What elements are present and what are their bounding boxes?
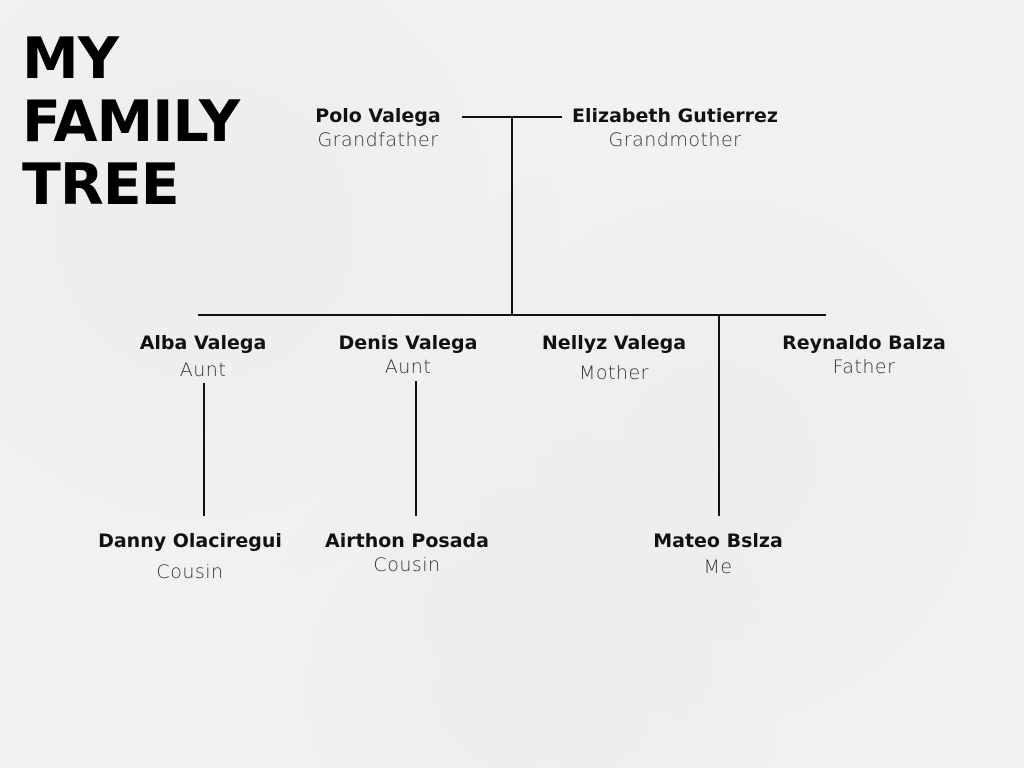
person-role: Grandfather: [317, 129, 439, 151]
person-role: Father: [832, 356, 896, 378]
person-reynaldo-balza: Reynaldo Balza Father: [734, 331, 994, 379]
person-role: Cousin: [156, 561, 224, 583]
person-polo-valega: Polo Valega Grandfather: [248, 104, 508, 152]
person-name: Polo Valega: [315, 105, 441, 127]
person-name: Reynaldo Balza: [782, 332, 946, 354]
person-alba-valega: Alba Valega Aunt: [73, 331, 333, 382]
person-name: Elizabeth Gutierrez: [572, 105, 778, 127]
person-name: Airthon Posada: [325, 530, 489, 552]
person-role: Grandmother: [608, 129, 742, 151]
person-danny-olaciregui: Danny Olaciregui Cousin: [60, 529, 320, 584]
person-role: Me: [703, 556, 733, 578]
title-line-1: MY: [22, 26, 119, 92]
person-role: Aunt: [384, 356, 432, 378]
person-nellyz-valega: Nellyz Valega Mother: [484, 331, 744, 385]
person-role: Aunt: [179, 359, 227, 381]
person-name: Nellyz Valega: [541, 332, 687, 354]
person-name: Denis Valega: [338, 332, 478, 354]
person-denis-valega: Denis Valega Aunt: [278, 331, 538, 379]
person-role: Mother: [578, 362, 649, 384]
person-elizabeth-gutierrez: Elizabeth Gutierrez Grandmother: [545, 104, 805, 152]
person-airthon-posada: Airthon Posada Cousin: [277, 529, 537, 577]
person-mateo-bslza: Mateo Bslza Me: [588, 529, 848, 579]
title-line-2: FAMILY: [22, 89, 240, 155]
person-name: Alba Valega: [139, 332, 267, 354]
title-line-3: TREE: [22, 152, 180, 218]
person-role: Cousin: [373, 554, 441, 576]
person-name: Mateo Bslza: [653, 530, 783, 552]
page-title: MY FAMILY TREE: [22, 26, 240, 218]
person-name: Danny Olaciregui: [98, 530, 282, 552]
